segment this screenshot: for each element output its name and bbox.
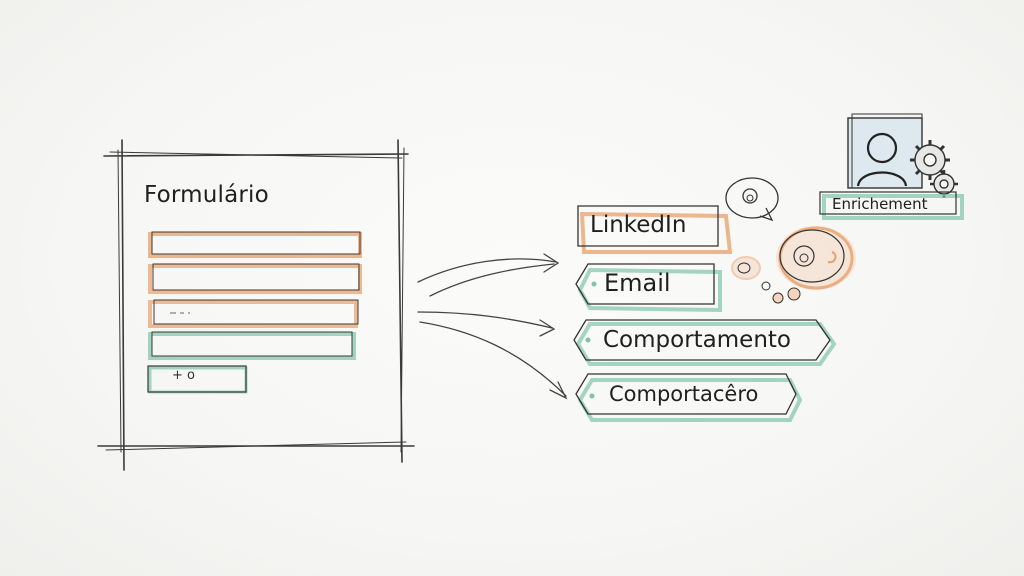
form-field-1: [148, 231, 362, 258]
enrichment-label: Enrichement: [832, 195, 928, 213]
tag-comportacero-shape: [575, 373, 803, 422]
gear-icon: [910, 140, 958, 198]
tag-email: Email: [604, 269, 671, 297]
form-title: Formulário: [144, 182, 269, 208]
tag-comportacero: Comportacêro: [609, 382, 759, 406]
form-submit-button: [147, 365, 248, 394]
form-box: [97, 139, 415, 471]
user-icon: [847, 113, 923, 189]
tag-email-shape: [575, 263, 722, 313]
small-bubbles: [731, 256, 801, 304]
tag-linkedin: LinkedIn: [590, 212, 687, 238]
chat-bubble-orange-icon: [776, 226, 856, 290]
form-button-symbols: + o: [172, 368, 195, 383]
chat-bubble-icon: [725, 177, 779, 222]
tag-comportamento-shape: [573, 319, 837, 366]
form-field-4: [148, 331, 356, 360]
enrichment-box: [819, 191, 964, 220]
form-field-3: [148, 299, 359, 328]
tag-linkedin-shape: [577, 205, 733, 254]
arrows: [417, 253, 568, 400]
tag-comportamento: Comportamento: [603, 327, 791, 353]
form-field-2: [148, 263, 362, 294]
